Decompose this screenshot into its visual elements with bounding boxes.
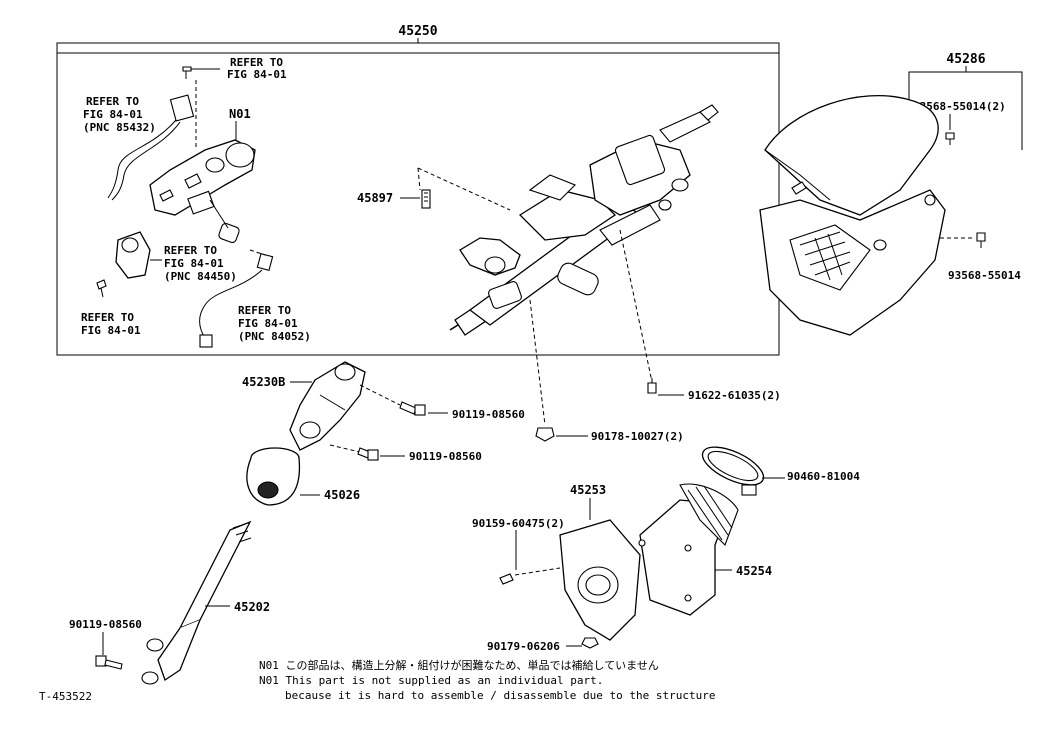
- label-90159: 90159-60475(2): [472, 517, 565, 530]
- label-45254: 45254: [736, 564, 772, 578]
- steering-boot-45254: [638, 483, 739, 616]
- screw-93568-lower: [976, 232, 986, 248]
- refer-left-bottom-line2: FIG 84-01: [81, 324, 141, 337]
- refer-left-bottom-line1: REFER TO: [81, 311, 134, 324]
- label-45250: 45250: [398, 24, 437, 39]
- refer-center-bottom-line2: FIG 84-01: [238, 317, 298, 330]
- footnote-en-line2: because it is hard to assemble / disasse…: [285, 689, 715, 702]
- footnote-jp: N01 この部品は、構造上分解・組付けが困難なため、単品では補給していません: [259, 658, 659, 672]
- label-45026: 45026: [324, 488, 360, 502]
- steering-column-assembly: [449, 104, 719, 336]
- label-90119-upper: 90119-08560: [452, 408, 525, 421]
- part-45897-clip: [421, 189, 431, 209]
- refer-left-upper-line3: (PNC 85432): [83, 121, 156, 134]
- label-90460: 90460-81004: [787, 470, 860, 483]
- bolt-top-refer: [182, 66, 220, 79]
- refer-left-middle-line1: REFER TO: [164, 244, 217, 257]
- lower-shaft-45202: [141, 520, 252, 685]
- refer-center-bottom-line3: (PNC 84052): [238, 330, 311, 343]
- steering-lock-assembly: [149, 139, 256, 244]
- refer-left-middle-line2: FIG 84-01: [164, 257, 224, 270]
- label-45230b: 45230B: [242, 375, 285, 389]
- label-90119-middle: 90119-08560: [409, 450, 482, 463]
- refer-center-bottom-line1: REFER TO: [238, 304, 291, 317]
- label-n01: N01: [229, 107, 251, 121]
- refer-left-upper-line1: REFER TO: [86, 95, 139, 108]
- label-91622: 91622-61035(2): [688, 389, 781, 402]
- label-90179: 90179-06206: [487, 640, 560, 653]
- label-45286: 45286: [946, 52, 985, 67]
- intermediate-shaft-45230b: [289, 361, 366, 451]
- label-90178: 90178-10027(2): [591, 430, 684, 443]
- bracket-45286: [908, 66, 1023, 150]
- bolt-90119-upper: [399, 401, 426, 416]
- bolt-90119-middle: [357, 447, 379, 461]
- label-93568-lower: 93568-55014: [948, 269, 1021, 282]
- label-45253: 45253: [570, 483, 606, 497]
- key-sensor-wire: [199, 253, 274, 348]
- label-45202: 45202: [234, 600, 270, 614]
- nut-90179: [581, 637, 599, 649]
- refer-left-middle-line3: (PNC 84450): [164, 270, 237, 283]
- refer-left-upper-line2: FIG 84-01: [83, 108, 143, 121]
- bolt-91622: [647, 378, 657, 394]
- refer-top-line2: FIG 84-01: [227, 68, 287, 81]
- bolt-left-bottom: [96, 279, 107, 298]
- screw-93568-upper: [945, 132, 955, 145]
- label-93568-upper: 93568-55014(2): [913, 100, 1006, 113]
- switch-connector: [107, 94, 195, 201]
- dust-boot-45026: [246, 447, 301, 506]
- bolt-90159: [499, 573, 514, 585]
- figure-id: T-453522: [39, 690, 92, 703]
- footnote-en-line1: N01 This part is not supplied as an indi…: [259, 674, 603, 687]
- refer-top-line1: REFER TO: [230, 56, 283, 69]
- bracket-45250: [56, 38, 780, 53]
- assembly-box-45250: [56, 52, 780, 356]
- nut-90178: [535, 427, 555, 442]
- label-90119-lower: 90119-08560: [69, 618, 142, 631]
- lock-lower-piece: [115, 231, 151, 279]
- column-cover-lower: [759, 189, 946, 336]
- bolt-90119-lower: [95, 655, 123, 670]
- cover-plate-45253: [559, 519, 641, 641]
- column-cover-upper: [764, 94, 939, 216]
- label-45897: 45897: [357, 191, 393, 205]
- clamp-90460: [701, 446, 765, 496]
